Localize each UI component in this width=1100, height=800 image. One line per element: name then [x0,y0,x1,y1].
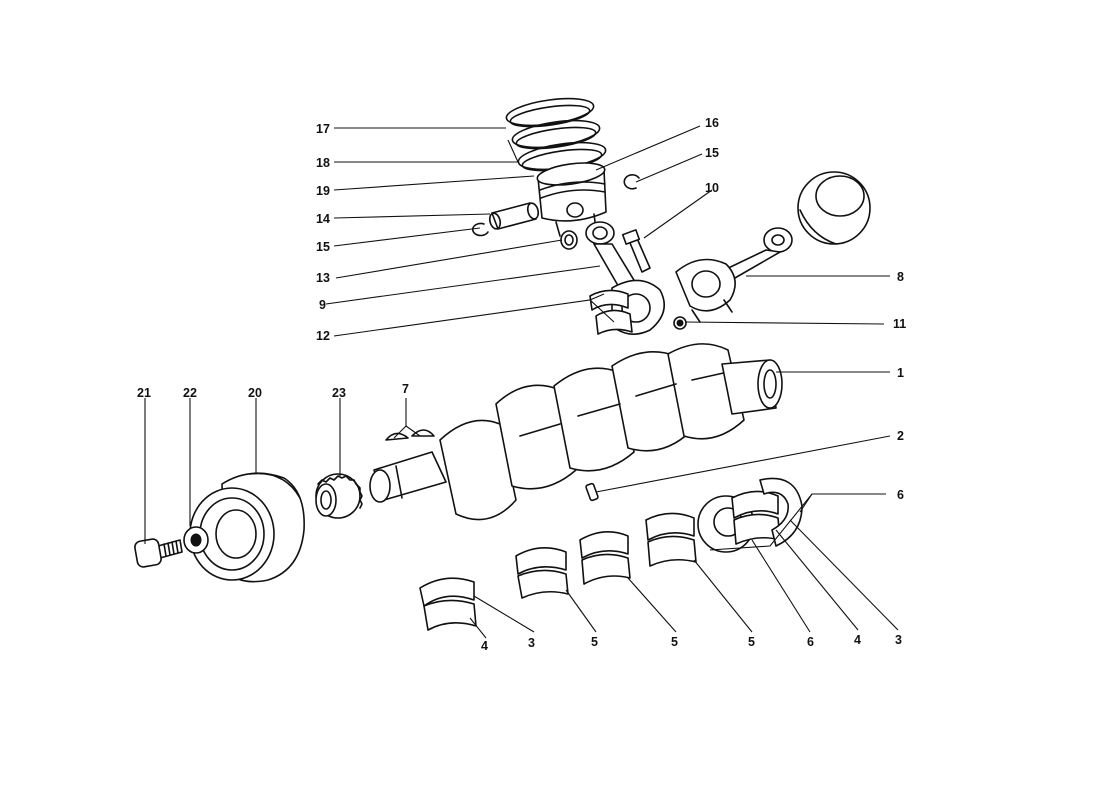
callout-9: 9 [319,298,326,312]
thrust-washer-rear [759,477,803,547]
main-bearing-shell-rear [731,490,781,545]
callout-19: 19 [316,184,330,198]
callout-7: 7 [402,382,409,396]
callout-10: 10 [705,181,719,195]
circlip-right [623,174,640,190]
callout-3: 3 [528,636,535,650]
callout-4: 4 [481,639,488,653]
timing-gear [315,473,363,519]
piston [536,162,607,237]
callout-5: 5 [591,635,598,649]
pulley-bolt [134,538,183,568]
conrod-bolt [621,229,651,273]
callout-5: 5 [748,635,755,649]
circlip-left [471,222,489,237]
main-bearing-shell-front [419,577,477,631]
callout-15: 15 [316,240,330,254]
dowel-pin [585,482,599,502]
callout-6: 6 [807,635,814,649]
callout-23: 23 [332,386,346,400]
piston-rod-assembly [675,171,871,323]
callout-15: 15 [705,146,719,160]
callout-8: 8 [897,270,904,284]
callout-6: 6 [897,488,904,502]
callout-18: 18 [316,156,330,170]
main-bearing-shell-4 [645,512,697,567]
callout-11: 11 [893,317,906,331]
piston-ring-middle [511,119,601,150]
callout-4: 4 [854,633,861,647]
callout-2: 2 [897,429,904,443]
callout-14: 14 [316,212,330,226]
callout-13: 13 [316,271,330,285]
crankshaft-pulley [189,472,305,583]
callout-16: 16 [705,116,719,130]
big-end-bearing-shells [589,289,633,335]
callout-5: 5 [671,635,678,649]
small-end-bush [560,230,578,250]
woodruff-keys [385,429,435,441]
callout-22: 22 [183,386,197,400]
piston-pin [488,202,540,230]
leader-lines [144,125,899,639]
piston-ring-upper [505,97,595,128]
conrod-nut [673,316,687,330]
callout-labels: 1 2 3 3 4 4 5 5 5 6 6 7 8 9 10 11 12 13 … [137,116,906,653]
main-bearing-shell-2 [515,547,569,599]
callout-21: 21 [137,386,151,400]
callout-12: 12 [316,329,330,343]
crankshaft [369,343,783,521]
callout-3: 3 [895,633,902,647]
main-bearing-shell-3 [579,531,631,585]
callout-17: 17 [316,122,330,136]
washer [183,526,209,554]
callout-20: 20 [248,386,262,400]
callout-1: 1 [897,366,904,380]
